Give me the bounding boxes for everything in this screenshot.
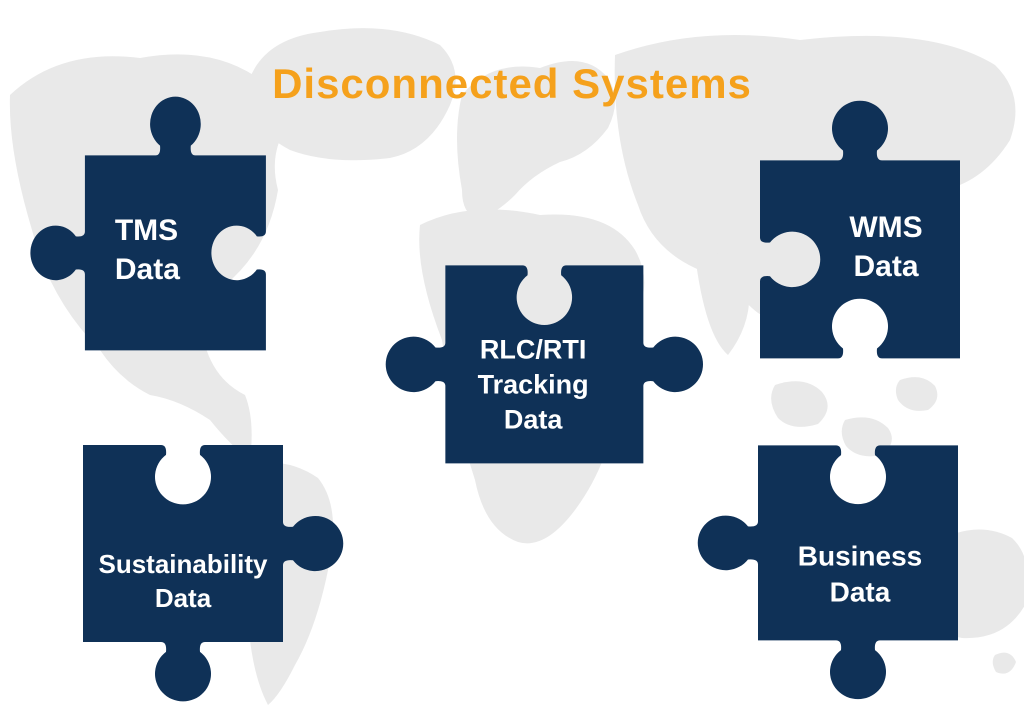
map-landmass-india [695, 252, 750, 355]
puzzle-piece-business: Business Data [697, 445, 958, 699]
map-landmass-europe [457, 60, 615, 219]
map-landmass-greenland [245, 28, 456, 161]
map-landmass-island [895, 377, 938, 411]
puzzle-shape-business [697, 445, 958, 699]
puzzle-piece-tms: TMS Data [30, 96, 267, 351]
map-landmass-new-zealand [992, 652, 1016, 674]
puzzle-label-tms: TMS Data [114, 213, 180, 286]
puzzle-shape-sustainability [83, 445, 344, 702]
puzzle-label-sustainability: Sustainability Data [98, 549, 268, 613]
puzzle-piece-wms: WMS Data [760, 100, 960, 358]
puzzle-label-business: Business Data [797, 540, 923, 608]
map-landmass-island [771, 381, 828, 427]
puzzle-shape-tms [30, 96, 267, 351]
diagram-title: Disconnected Systems [272, 60, 752, 107]
puzzle-label-rlc-rti: RLC/RTI Tracking Data [477, 334, 589, 435]
puzzle-label-wms: WMS Data [849, 211, 923, 284]
puzzle-shape-rlc-rti [385, 265, 703, 463]
puzzle-piece-rlc-rti: RLC/RTI Tracking Data [385, 265, 703, 463]
puzzle-piece-sustainability: Sustainability Data [83, 445, 344, 702]
puzzle-shape-wms [760, 100, 960, 358]
